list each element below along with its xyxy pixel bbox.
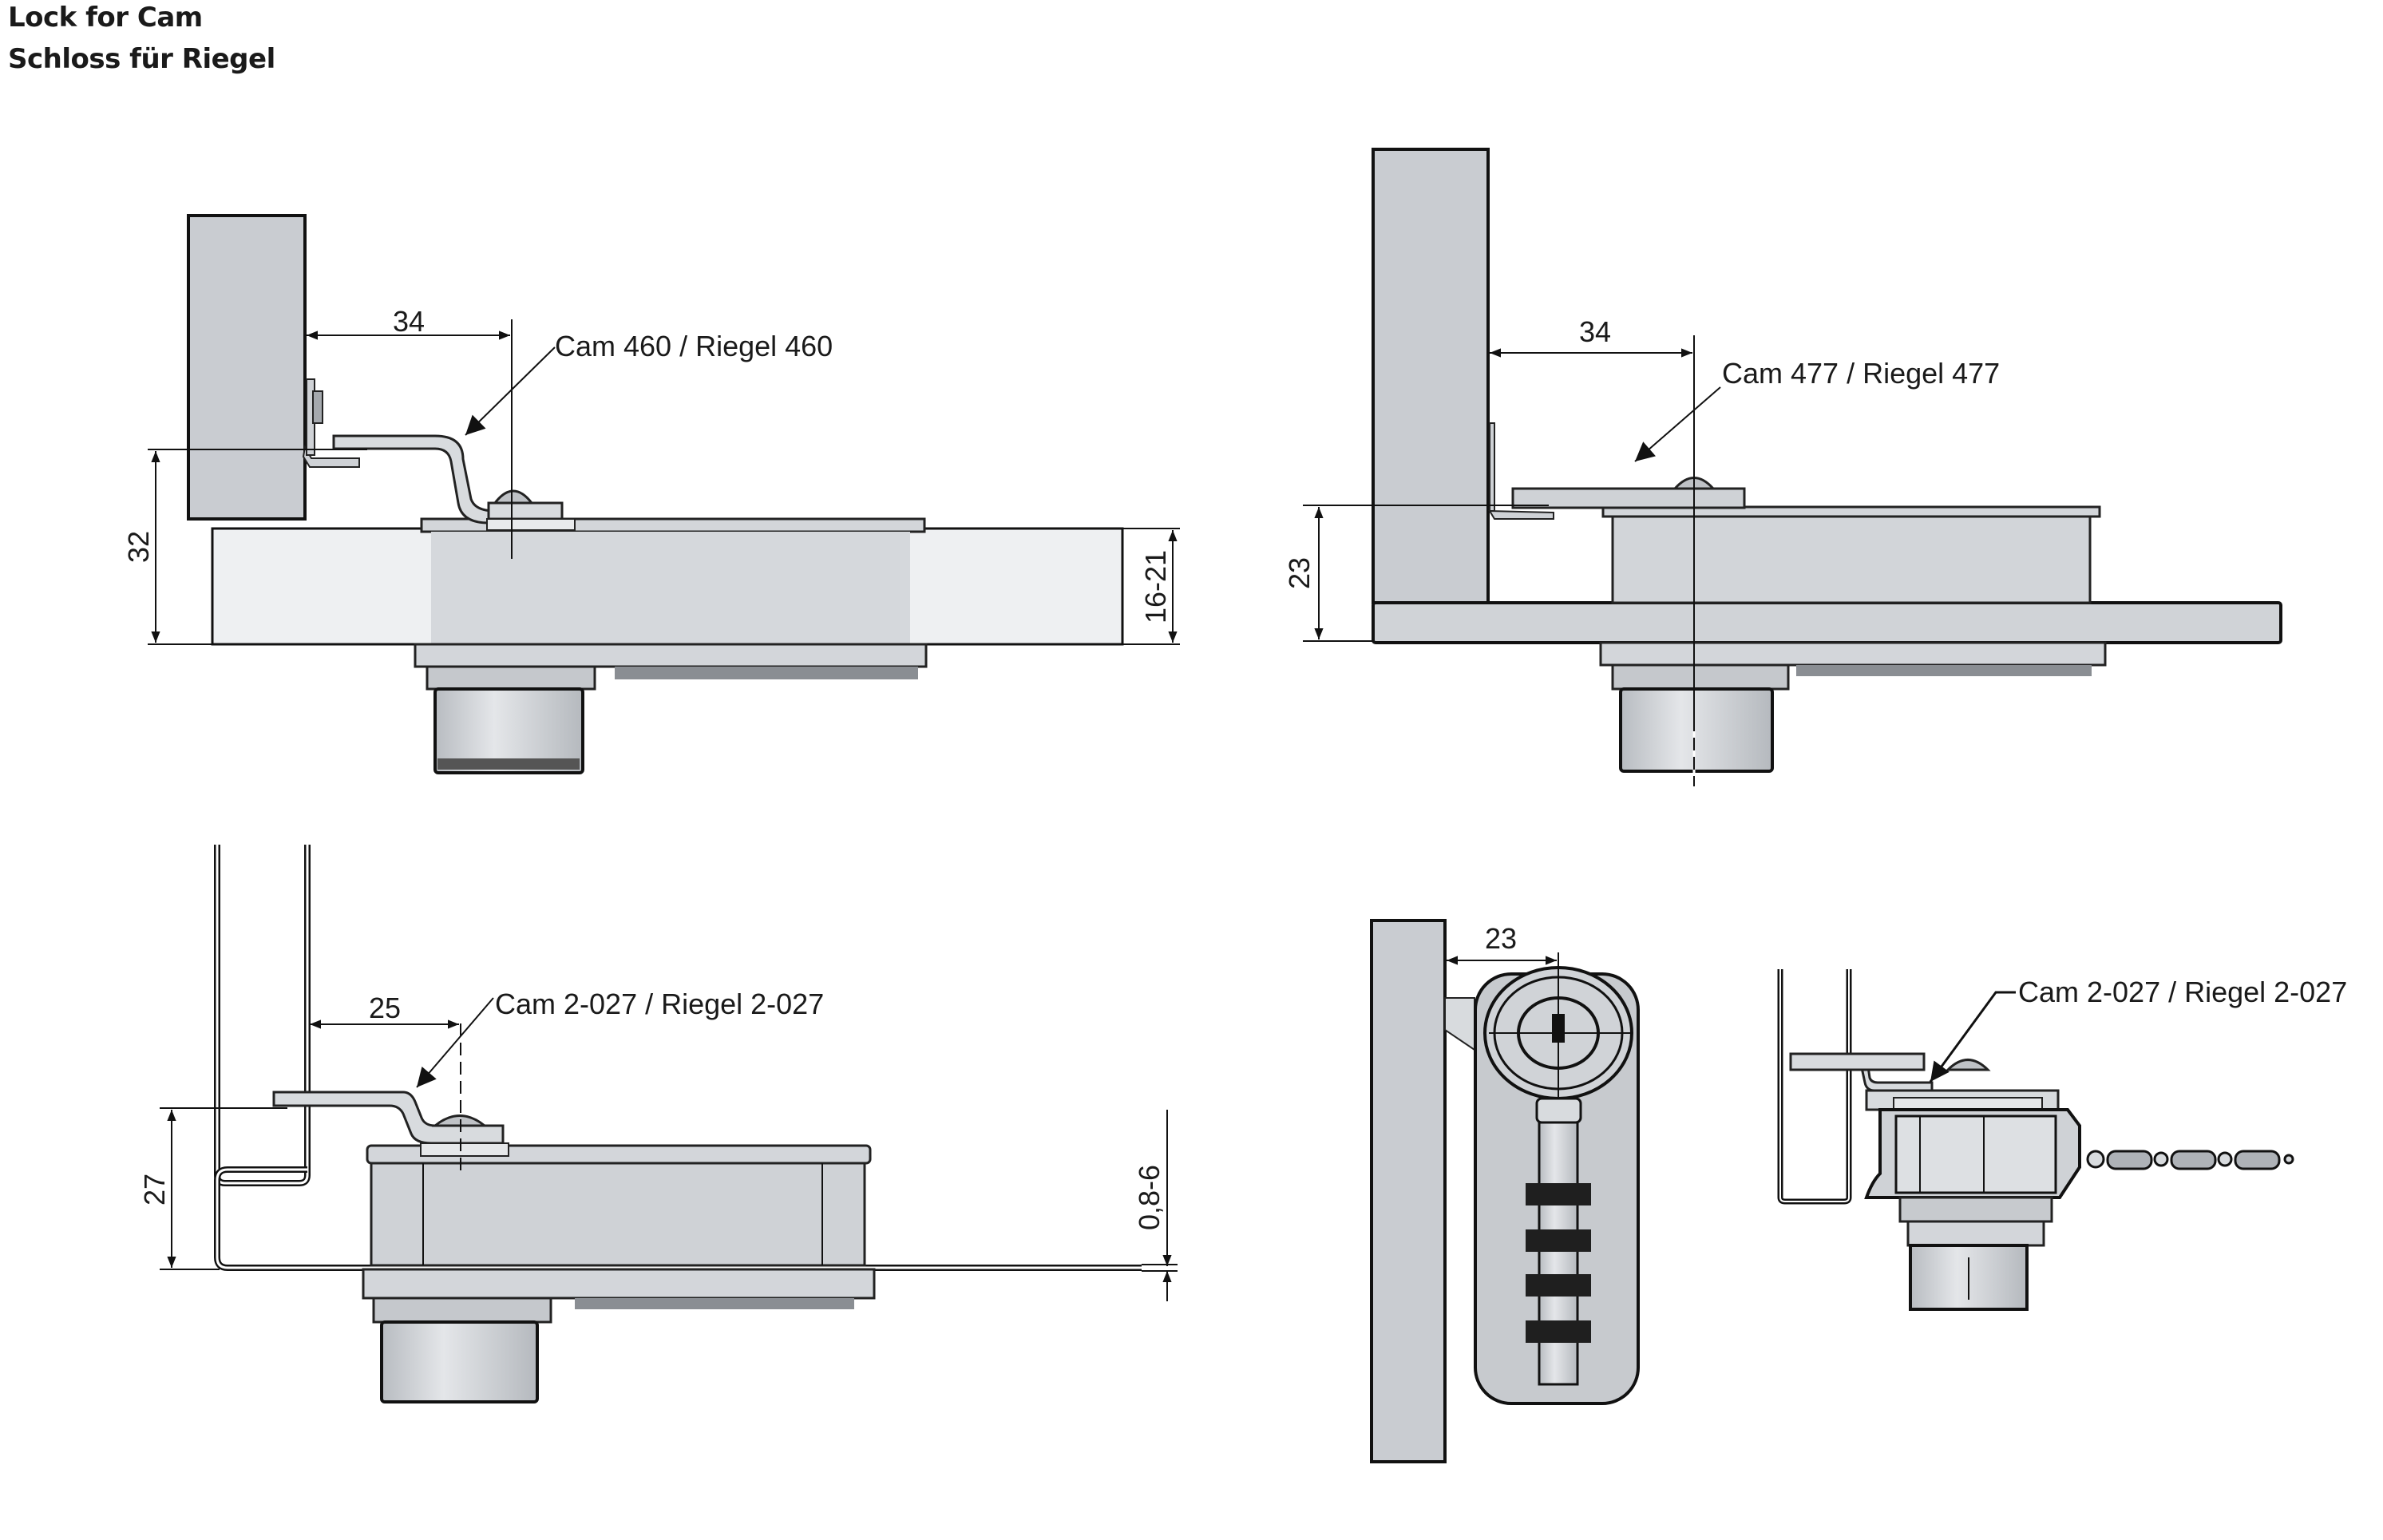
dim-label-27: 27 [138,1174,171,1205]
lock-housing [431,532,910,643]
side-bracket [1444,997,1475,1051]
sheet-wall [1777,969,1852,1205]
dial-wheel-2 [1526,1229,1591,1252]
chain-icon [2086,1150,2294,1170]
keypad-edge [575,1298,854,1309]
lock-housing [1611,515,2092,604]
lock-neck [1611,663,1790,691]
dial-wheel-1 [1526,1183,1591,1205]
lock-rear-plate [414,643,928,668]
cam-label: Cam 2-027 / Riegel 2-027 [495,988,824,1020]
dim-label-32: 32 [122,531,155,563]
figure-bottom-left: 25 Cam 2-027 / Riegel 2-027 27 0,8-6 [138,845,1178,1403]
cam-label: Cam 460 / Riegel 460 [555,330,833,362]
title-line-1: Lock for Cam [8,2,203,34]
lock-neck [426,665,596,691]
leader-arrow [416,997,494,1088]
dial-shaft [1538,1121,1579,1386]
cam-spacer [420,1142,509,1157]
screw-head [1945,1059,1991,1071]
bracket-screw [312,390,323,424]
strike-bracket [1488,509,1554,520]
cabinet-wall [187,214,307,521]
lock-rear-plate [362,1268,876,1300]
cabinet-shelf [1372,601,2282,644]
cabinet-wall [1370,919,1447,1463]
dim-label-34: 34 [393,305,425,338]
bracket-plate [1489,422,1495,512]
leader-arrow [1634,386,1721,462]
dim-label-23: 23 [1283,557,1316,589]
lock-cylinder [433,687,584,774]
figure-top-right: 34 Cam 477 / Riegel 477 23 [1283,148,2282,786]
lock-cylinder [380,1320,539,1403]
cabinet-wall [1372,148,1490,604]
sheet-wall [214,845,311,1186]
title-line-2: Schloss für Riegel [8,43,275,75]
cam-label: Cam 2-027 / Riegel 2-027 [2018,976,2347,1008]
cam-spacer [486,518,576,531]
keypad-edge [1796,665,2092,676]
lock-rear-plate [1599,641,2107,667]
dim-label-23: 23 [1485,922,1517,955]
leader-arrow [1929,991,2016,1083]
figure-bottom-right: Cam 2-027 / Riegel 2-027 [1777,969,2347,1311]
dim-label-34: 34 [1579,315,1611,348]
screw-head [492,489,535,505]
cylinder-ring [437,758,580,770]
dim-label-16-21: 16-21 [1139,550,1172,624]
lock-housing [370,1162,866,1267]
cam-477 [1511,487,1746,509]
lock-neck [372,1297,552,1324]
lock-cylinder [1619,687,1774,773]
dial-wheel-3 [1526,1274,1591,1297]
figure-bottom-front: 23 [1370,919,1640,1463]
cam-washer [487,501,564,521]
dim-label-25: 25 [369,992,401,1024]
figure-top-left: 34 Cam 460 / Riegel 460 32 16-21 [122,214,1180,774]
keypad-edge [615,667,918,679]
strike-bracket [302,445,360,468]
dim-label-0-8-6: 0,8-6 [1133,1165,1166,1230]
leader-arrow [465,346,556,436]
cam-label: Cam 477 / Riegel 477 [1722,357,2000,390]
dial-wheel-4 [1526,1320,1591,1343]
